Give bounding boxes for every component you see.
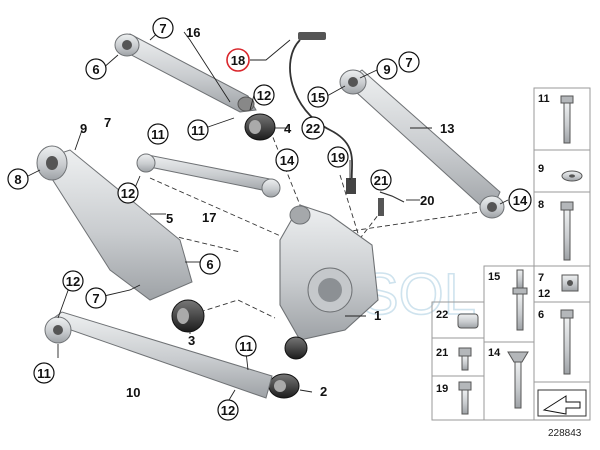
svg-text:12: 12 xyxy=(257,88,271,103)
callout-12: 12 xyxy=(62,270,84,292)
hw-label-9: 9 xyxy=(538,163,544,175)
callout-12: 12 xyxy=(253,84,275,106)
callout-11: 11 xyxy=(33,362,55,384)
callout-11: 11 xyxy=(235,335,257,357)
hw-label-8: 8 xyxy=(538,199,544,211)
label-10: 10 xyxy=(126,385,140,400)
callout-11: 11 xyxy=(187,119,209,141)
label-16: 16 xyxy=(186,25,200,40)
nut-7-icon xyxy=(561,274,579,292)
callout-22: 22 xyxy=(301,116,325,140)
svg-text:7: 7 xyxy=(92,291,99,306)
svg-text:7: 7 xyxy=(405,55,412,70)
hw-label-7: 7 xyxy=(538,272,544,284)
trailing-arm-13 xyxy=(339,69,505,219)
label-9: 9 xyxy=(80,121,87,136)
callout-21: 21 xyxy=(370,169,392,191)
hw-label-12: 12 xyxy=(538,288,550,300)
callout-7: 7 xyxy=(152,17,174,39)
svg-text:11: 11 xyxy=(191,123,205,138)
svg-text:14: 14 xyxy=(513,193,528,208)
bushing-2 xyxy=(268,336,308,399)
hw-label-22: 22 xyxy=(436,309,448,321)
bolt-6-icon xyxy=(560,309,574,375)
bushing-3 xyxy=(171,299,205,333)
lower-link-10 xyxy=(44,311,273,399)
svg-text:11: 11 xyxy=(239,339,253,354)
label-20: 20 xyxy=(420,193,434,208)
clip-22-icon xyxy=(457,313,479,329)
label-3: 3 xyxy=(188,333,195,348)
svg-text:11: 11 xyxy=(37,366,51,381)
svg-text:9: 9 xyxy=(383,62,390,77)
label-4: 4 xyxy=(284,121,292,136)
label-1: 1 xyxy=(374,308,381,323)
svg-text:6: 6 xyxy=(92,62,99,77)
bushing-4 xyxy=(244,113,276,141)
label-17: 17 xyxy=(202,210,216,225)
watermark: SOL xyxy=(301,261,477,328)
abs-sensor-18 xyxy=(289,32,356,194)
bolt-14-icon xyxy=(507,351,529,409)
callout-7: 7 xyxy=(398,51,420,73)
direction-arrow-icon xyxy=(537,389,587,417)
svg-text:18: 18 xyxy=(231,53,245,68)
callout-15: 15 xyxy=(307,86,329,108)
callout-12: 12 xyxy=(117,182,139,204)
label-13: 13 xyxy=(440,121,454,136)
svg-text:22: 22 xyxy=(306,121,320,136)
bracket-20 xyxy=(378,191,405,216)
svg-text:7: 7 xyxy=(159,21,166,36)
label-7: 7 xyxy=(104,115,111,130)
callout-6: 6 xyxy=(85,58,107,80)
hardware-panel: 11 9 8 7 12 6 15 14 22 21 19 xyxy=(431,87,591,421)
svg-text:SOL: SOL xyxy=(360,262,476,327)
callout-14: 14 xyxy=(275,148,299,172)
callout-14: 14 xyxy=(508,188,532,212)
svg-text:11: 11 xyxy=(151,127,165,142)
svg-text:8: 8 xyxy=(14,172,21,187)
callout-9: 9 xyxy=(376,58,398,80)
callout-6: 6 xyxy=(199,253,221,275)
hw-label-21: 21 xyxy=(436,347,448,359)
callouts: 7 16 6 18 7 9 12 11 4 22 15 13 9 7 11 14… xyxy=(7,17,532,421)
svg-text:14: 14 xyxy=(280,153,295,168)
svg-text:12: 12 xyxy=(121,186,135,201)
washer-9-icon xyxy=(561,170,583,182)
screw-21-icon xyxy=(458,347,472,371)
callout-7: 7 xyxy=(85,287,107,309)
hw-label-14: 14 xyxy=(488,347,501,359)
bolt-8-icon xyxy=(560,201,574,261)
svg-text:21: 21 xyxy=(374,173,388,188)
hw-label-19: 19 xyxy=(436,383,448,395)
svg-text:12: 12 xyxy=(221,403,235,418)
callout-19: 19 xyxy=(327,146,349,168)
hw-label-6: 6 xyxy=(538,309,544,321)
wheel-carrier-1 xyxy=(279,204,379,341)
diagram-id: 228843 xyxy=(548,428,582,439)
svg-text:19: 19 xyxy=(331,150,345,165)
svg-text:12: 12 xyxy=(66,274,80,289)
leader-lines xyxy=(27,27,509,406)
screw-19-icon xyxy=(458,381,472,415)
lower-control-arm-5 xyxy=(36,145,193,301)
label-5: 5 xyxy=(166,211,173,226)
hw-label-15: 15 xyxy=(488,271,500,283)
callout-8: 8 xyxy=(7,168,29,190)
callout-18-highlighted: 18 xyxy=(226,48,250,72)
label-2: 2 xyxy=(320,384,327,399)
hw-label-11: 11 xyxy=(538,93,550,105)
stud-15-icon xyxy=(512,269,528,331)
callout-11: 11 xyxy=(147,123,169,145)
bolt-11-icon xyxy=(560,95,574,144)
callout-12: 12 xyxy=(217,399,239,421)
upper-control-arm-16 xyxy=(114,33,257,113)
toe-link-17 xyxy=(136,153,281,198)
svg-text:6: 6 xyxy=(206,257,213,272)
svg-text:15: 15 xyxy=(311,90,325,105)
